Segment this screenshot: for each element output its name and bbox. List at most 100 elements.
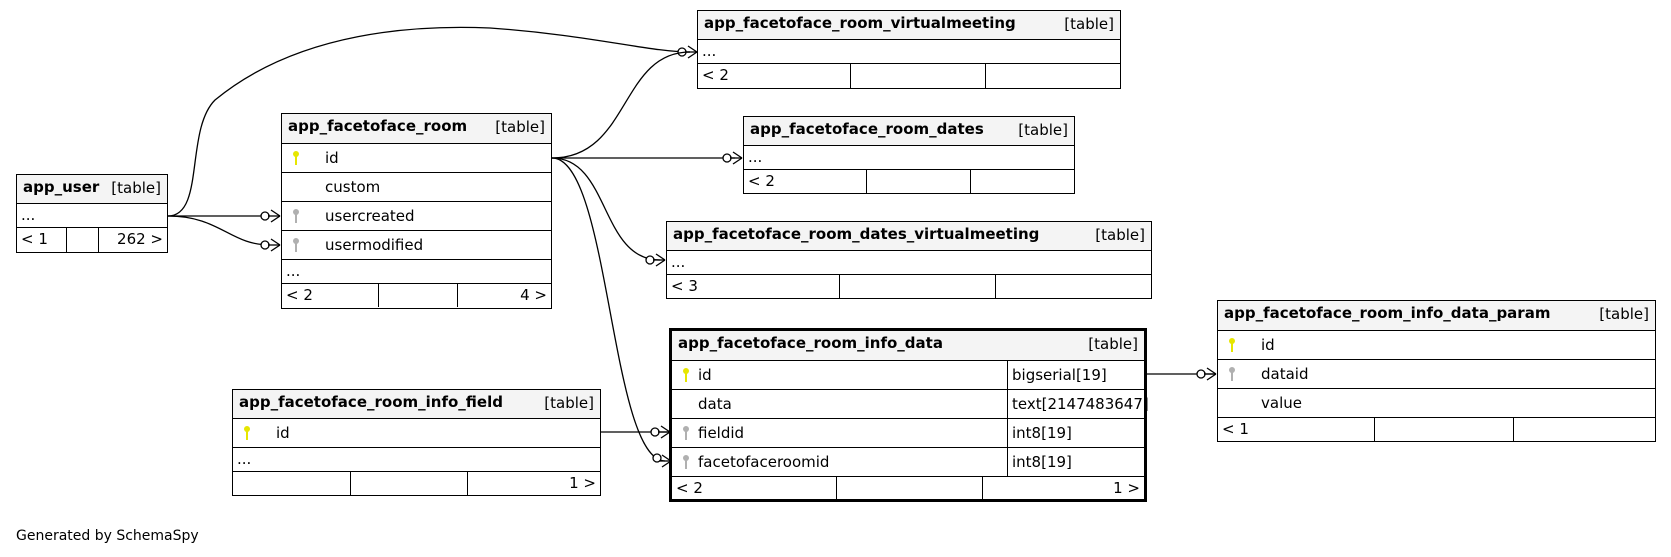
column-row[interactable]: custom [282,173,551,202]
column-row[interactable]: id [233,419,600,448]
table-type: [table] [111,179,161,197]
edge-end-circle [1196,369,1206,379]
parents-count[interactable]: < 2 [744,170,867,193]
table-header: app_facetoface_room_dates_virtualmeeting… [667,222,1151,251]
column-row[interactable]: facetofaceroomid int8[19] [672,448,1144,477]
column-type: bigserial[19] [1007,361,1107,389]
table-footer: < 3 [667,275,1151,298]
edge-end-circle [645,255,655,265]
table-name: app_facetoface_room_info_field [239,393,503,411]
children-count[interactable] [996,275,1151,298]
parents-count[interactable]: < 2 [282,284,379,307]
foreign-key-icon [683,426,689,440]
table-footer: < 2 4 > [282,284,551,307]
columns-ellipsis: ... [233,448,600,472]
column-name: id [276,424,290,442]
parents-count[interactable] [233,472,351,495]
parents-count[interactable]: < 1 [1218,418,1375,441]
edge-user-virtualmeeting [167,26,691,217]
column-name: id [698,366,712,384]
column-type: int8[19] [1007,419,1072,447]
table-info-data-param[interactable]: app_facetoface_room_info_data_param [tab… [1217,300,1656,442]
foreign-key-icon [293,209,299,223]
column-name: usercreated [325,207,415,225]
column-row[interactable]: usercreated [282,202,551,231]
foreign-key-icon [1229,367,1235,381]
table-header: app_facetoface_room_info_field [table] [233,390,600,419]
table-virtualmeeting[interactable]: app_facetoface_room_virtualmeeting [tabl… [697,10,1121,89]
edge-room-virtualmeeting [551,51,691,159]
table-info-data[interactable]: app_facetoface_room_info_data [table] id… [669,328,1149,502]
table-footer: < 2 1 > [672,477,1144,499]
table-header: app_facetoface_room_info_data_param [tab… [1218,301,1655,331]
table-type: [table] [1095,226,1145,244]
column-row[interactable]: usermodified [282,231,551,260]
table-name: app_facetoface_room_info_data_param [1224,304,1551,322]
parents-count[interactable]: < 3 [667,275,840,298]
primary-key-icon [1229,338,1235,352]
table-footer: 1 > [233,472,600,495]
table-type: [table] [1088,335,1138,353]
column-name: data [698,395,732,413]
row-count [867,170,971,193]
row-count [851,64,986,88]
table-name: app_facetoface_room_virtualmeeting [704,14,1016,32]
column-row[interactable]: id bigserial[19] [672,361,1144,390]
table-footer: < 1 262 > [17,228,167,252]
column-name: fieldid [698,424,745,442]
table-type: [table] [1599,305,1649,323]
edge-room-dates-vm [551,157,661,261]
crows-foot-marker [267,238,281,252]
edge-end-circle [260,240,270,250]
primary-key-icon [683,368,689,382]
edge-room-infodata [551,157,666,462]
table-info-field[interactable]: app_facetoface_room_info_field [table] i… [232,389,601,496]
children-count[interactable] [971,170,1074,193]
table-user[interactable]: app_user [table] ... < 1 262 > [16,174,168,253]
row-count [67,228,99,252]
primary-key-icon [244,426,250,440]
children-count[interactable]: 1 > [569,474,596,492]
table-type: [table] [1018,121,1068,139]
children-count[interactable] [1514,418,1655,441]
table-type: [table] [1064,15,1114,33]
parents-count[interactable]: < 1 [17,228,67,252]
column-type: text[2147483647] [1007,390,1149,418]
children-count[interactable] [986,64,1120,88]
parents-count[interactable]: < 2 [698,64,851,88]
columns-ellipsis: ... [17,204,167,228]
column-row[interactable]: dataid [1218,360,1655,389]
column-row[interactable]: data text[2147483647] [672,390,1149,419]
children-count[interactable]: 1 > [1113,479,1140,497]
children-count[interactable]: 4 > [520,286,547,304]
crows-foot-marker [267,209,281,223]
table-dates[interactable]: app_facetoface_room_dates [table] ... < … [743,116,1075,194]
generated-by-label: Generated by SchemaSpy [16,528,199,544]
column-row[interactable]: value [1218,389,1655,418]
children-count[interactable]: 262 > [117,230,163,248]
parents-count[interactable]: < 2 [672,477,837,499]
column-row[interactable]: id [282,144,551,173]
table-header: app_facetoface_room [table] [282,114,551,144]
table-dates-virtualmeeting[interactable]: app_facetoface_room_dates_virtualmeeting… [666,221,1152,299]
crows-foot-marker [652,253,666,267]
column-row[interactable]: fieldid int8[19] [672,419,1144,448]
column-row[interactable]: id [1218,331,1655,360]
crows-foot-marker [1203,367,1217,381]
table-header: app_facetoface_room_virtualmeeting [tabl… [698,11,1120,40]
column-name: id [325,149,339,167]
column-name: dataid [1261,365,1309,383]
edge-end-circle [722,153,732,163]
row-count [1375,418,1514,441]
edge-end-circle [650,427,660,437]
table-footer: < 1 [1218,418,1655,441]
column-name: facetofaceroomid [698,453,830,471]
table-type: [table] [495,118,545,136]
table-name: app_facetoface_room [288,117,468,135]
column-name: id [1261,336,1275,354]
table-room[interactable]: app_facetoface_room [table] id custom us… [281,113,552,309]
edge-end-circle [260,211,270,221]
columns-ellipsis: ... [282,260,551,284]
